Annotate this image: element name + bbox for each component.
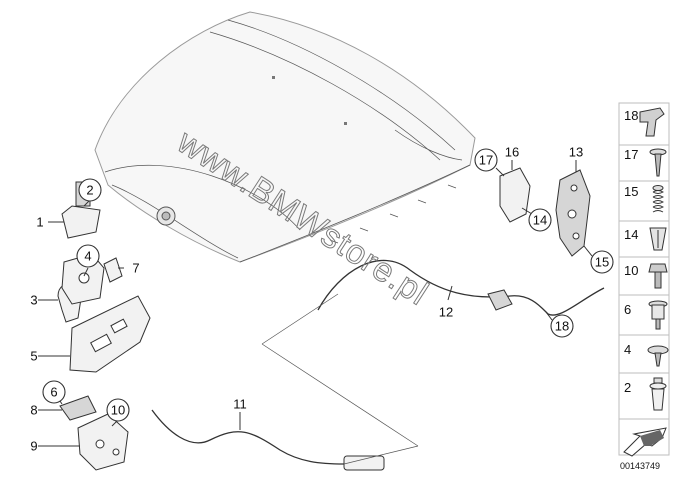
callout-9: 9 (30, 439, 37, 454)
callout-13: 13 (569, 145, 583, 160)
assembly-outline (261, 293, 419, 465)
sidebar-item-14-label: 14 (624, 227, 638, 242)
hood-lock-assembly (57, 181, 151, 471)
arrow-icon (623, 427, 667, 457)
callout-16: 16 (505, 145, 519, 160)
hex-bolt-icon (648, 263, 668, 289)
callout-10: 10 (111, 403, 125, 418)
callout-12: 12 (439, 305, 453, 320)
plastic-rivet-icon (649, 377, 667, 411)
cable-sleeve (487, 289, 513, 311)
sidebar-item-17-label: 17 (624, 147, 638, 162)
hardware-sidebar: 18 17 15 14 10 6 (618, 102, 670, 471)
callout-7: 7 (132, 261, 139, 276)
callout-15: 15 (595, 255, 609, 270)
callout-8: 8 (30, 403, 37, 418)
spring-icon (652, 185, 664, 213)
lock-holder-part (61, 205, 101, 239)
callout-6: 6 (50, 385, 57, 400)
expanding-nut-icon (649, 227, 667, 251)
carrier-plate-part (69, 295, 151, 373)
callout-3: 3 (30, 293, 37, 308)
bowden-cable-front (151, 409, 345, 465)
buffer-part (59, 395, 97, 421)
callout-14: 14 (533, 213, 547, 228)
callout-17: 17 (479, 153, 493, 168)
callout-2: 2 (86, 183, 93, 198)
screw-icon (649, 148, 667, 177)
rubber-buffer-icon (648, 300, 668, 330)
sidebar-item-4-label: 4 (624, 342, 631, 357)
sidebar-item-10-label: 10 (624, 263, 638, 278)
cable-clip-part (103, 257, 123, 283)
sidebar-item-2-label: 2 (624, 380, 631, 395)
callout-11: 11 (233, 397, 247, 412)
callout-5: 5 (30, 349, 37, 364)
sidebar-item-18-label: 18 (624, 108, 638, 123)
callout-4: 4 (84, 249, 91, 264)
flange-screw-icon (647, 345, 669, 367)
callout-1: 1 (36, 215, 43, 230)
diagram-reference-number: 00143749 (620, 461, 660, 471)
engine-hood (94, 11, 476, 263)
callout-18: 18 (555, 319, 569, 334)
sidebar-item-15-label: 15 (624, 184, 638, 199)
lever-cover-part (499, 167, 531, 223)
sidebar-item-6-label: 6 (624, 302, 631, 317)
callout-labels: 1 2 3 4 5 6 7 8 9 10 11 12 13 14 15 16 1… (30, 145, 614, 454)
clip-icon (639, 107, 665, 137)
cable-handle (343, 455, 385, 471)
release-lever-assembly (499, 167, 591, 257)
leader-lines (38, 160, 593, 447)
